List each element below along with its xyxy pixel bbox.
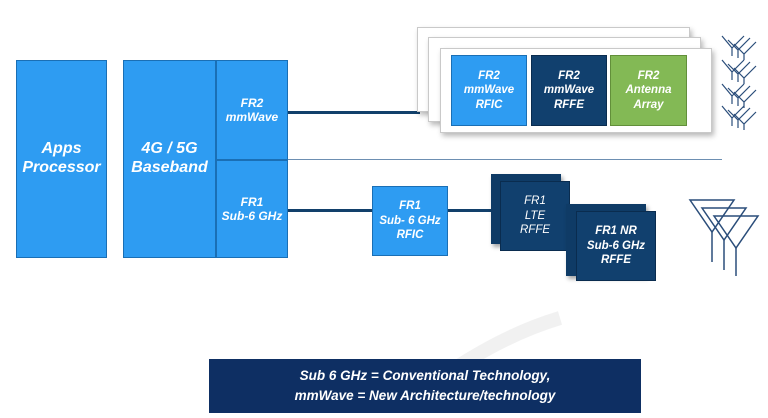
fr2-port-label: FR2 mmWave bbox=[225, 95, 279, 124]
summary-banner-line-2: mmWave = New Architecture/technology bbox=[294, 388, 556, 403]
fr2-rfic-block: FR2 mmWave RFIC bbox=[451, 55, 527, 126]
baseband-label: 4G / 5G Baseband bbox=[131, 140, 208, 176]
fr2-antenna-icon-group bbox=[721, 35, 757, 130]
summary-banner-line-1: Sub 6 GHz = Conventional Technology, bbox=[299, 368, 551, 384]
fr1-link-line-a bbox=[288, 209, 372, 212]
fr1-port-label: FR1 Sub-6 GHz bbox=[221, 194, 283, 223]
apps-processor-block: Apps Processor bbox=[16, 60, 107, 258]
fr2-antenna-array-label: FR2 Antenna Array bbox=[625, 69, 672, 111]
fr1-port-block: FR1 Sub-6 GHz bbox=[216, 160, 288, 258]
fr2-rfic-label: FR2 mmWave RFIC bbox=[463, 69, 515, 111]
fr1-nr-rffe-block: FR1 NR Sub-6 GHz RFFE bbox=[576, 211, 656, 281]
antenna-icon bbox=[721, 83, 757, 108]
baseband-block: 4G / 5G Baseband bbox=[123, 60, 216, 258]
summary-banner: Sub 6 GHz = Conventional Technology, mmW… bbox=[209, 359, 641, 413]
antenna-icon bbox=[721, 35, 757, 60]
fr1-nr-rffe-label: FR1 NR Sub-6 GHz RFFE bbox=[586, 225, 646, 267]
fr1-lte-rffe-block: FR1 LTE RFFE bbox=[500, 181, 570, 251]
fr1-rfic-label: FR1 Sub- 6 GHz RFIC bbox=[379, 200, 441, 242]
fr1-lte-rffe-label: FR1 LTE RFFE bbox=[519, 195, 551, 237]
fr2-link-line bbox=[288, 111, 420, 114]
fr2-rffe-label: FR2 mmWave RFFE bbox=[543, 69, 595, 111]
section-divider-line bbox=[288, 159, 722, 160]
fr1-antenna-icon bbox=[688, 199, 760, 276]
fr2-port-block: FR2 mmWave bbox=[216, 60, 288, 160]
fr1-rfic-block: FR1 Sub- 6 GHz RFIC bbox=[372, 186, 448, 256]
apps-processor-label: Apps Processor bbox=[22, 140, 101, 176]
fr2-rffe-block: FR2 mmWave RFFE bbox=[531, 55, 607, 126]
antenna-icon bbox=[721, 105, 757, 130]
fr2-antenna-array-block: FR2 Antenna Array bbox=[610, 55, 687, 126]
antenna-icon bbox=[721, 59, 757, 84]
fr1-link-line-b bbox=[448, 209, 492, 212]
